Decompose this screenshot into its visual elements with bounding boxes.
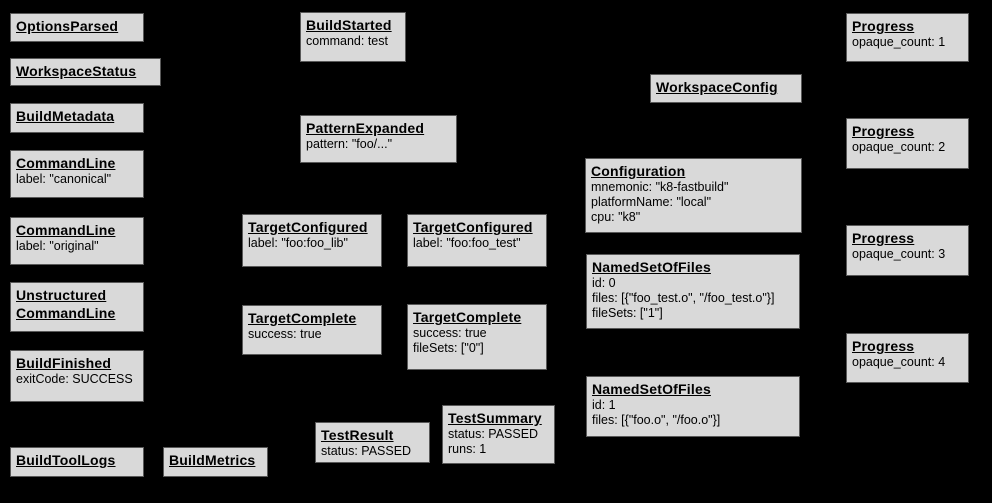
node-detail-line: label: "foo:foo_lib"	[248, 236, 348, 250]
node-build-tool-logs: BuildToolLogs	[10, 447, 144, 477]
node-title: CommandLine	[16, 222, 116, 238]
node-detail-line: cpu: "k8"	[591, 210, 641, 224]
node-detail-line: runs: 1	[448, 442, 487, 456]
node-detail-line: command: test	[306, 34, 388, 48]
node-detail-line: exitCode: SUCCESS	[16, 372, 133, 386]
node-detail-line: label: "original"	[16, 239, 99, 253]
node-title: TestResult	[321, 427, 394, 443]
node-title: TargetComplete	[413, 309, 522, 325]
node-detail-line: fileSets: ["1"]	[592, 306, 663, 320]
node-title: CommandLine	[16, 155, 116, 171]
node-title: NamedSetOfFiles	[592, 381, 711, 397]
node-title: BuildMetadata	[16, 108, 115, 124]
node-title: Unstructured CommandLine	[16, 287, 116, 321]
node-title: Configuration	[591, 163, 686, 179]
node-detail-line: fileSets: ["0"]	[413, 341, 484, 355]
node-detail-line: opaque_count: 2	[852, 140, 946, 154]
node-detail-line: pattern: "foo/..."	[306, 137, 393, 151]
node-title: PatternExpanded	[306, 120, 425, 136]
node-title: BuildMetrics	[169, 452, 256, 468]
node-title: TestSummary	[448, 410, 542, 426]
node-title: NamedSetOfFiles	[592, 259, 711, 275]
node-title: TargetConfigured	[413, 219, 533, 235]
node-title: BuildFinished	[16, 355, 112, 371]
node-title: WorkspaceStatus	[16, 63, 137, 79]
node-detail-line: files: [{"foo_test.o", "/foo_test.o"}]	[592, 291, 775, 305]
node-title: Progress	[852, 18, 915, 34]
node-detail-line: opaque_count: 4	[852, 355, 946, 369]
node-build-metadata: BuildMetadata	[10, 103, 144, 133]
node-title: TargetConfigured	[248, 219, 368, 235]
node-options-parsed: OptionsParsed	[10, 13, 144, 42]
node-detail-line: status: PASSED	[448, 427, 539, 441]
node-title: WorkspaceConfig	[656, 79, 778, 95]
node-detail-line: files: [{"foo.o", "/foo.o"}]	[592, 413, 721, 427]
node-detail-line: opaque_count: 3	[852, 247, 946, 261]
node-title: TargetComplete	[248, 310, 357, 326]
node-detail-line: id: 0	[592, 276, 616, 290]
node-workspace-status: WorkspaceStatus	[10, 58, 161, 86]
node-title: Progress	[852, 123, 915, 139]
node-detail-line: label: "foo:foo_test"	[413, 236, 521, 250]
node-detail-line: mnemonic: "k8-fastbuild"	[591, 180, 729, 194]
node-title: Progress	[852, 338, 915, 354]
node-detail-line: label: "canonical"	[16, 172, 112, 186]
node-detail-line: id: 1	[592, 398, 616, 412]
node-title: OptionsParsed	[16, 18, 119, 34]
node-detail-line: platformName: "local"	[591, 195, 712, 209]
node-detail-line: opaque_count: 1	[852, 35, 946, 49]
node-detail-line: success: true	[413, 326, 487, 340]
node-title: BuildToolLogs	[16, 452, 116, 468]
node-detail-line: success: true	[248, 327, 322, 341]
node-workspace-config: WorkspaceConfig	[650, 74, 802, 103]
node-title: BuildStarted	[306, 17, 392, 33]
node-build-metrics: BuildMetrics	[163, 447, 268, 477]
node-unstructured-command-line: Unstructured CommandLine	[10, 282, 144, 332]
node-title: Progress	[852, 230, 915, 246]
node-detail-line: status: PASSED	[321, 444, 412, 458]
